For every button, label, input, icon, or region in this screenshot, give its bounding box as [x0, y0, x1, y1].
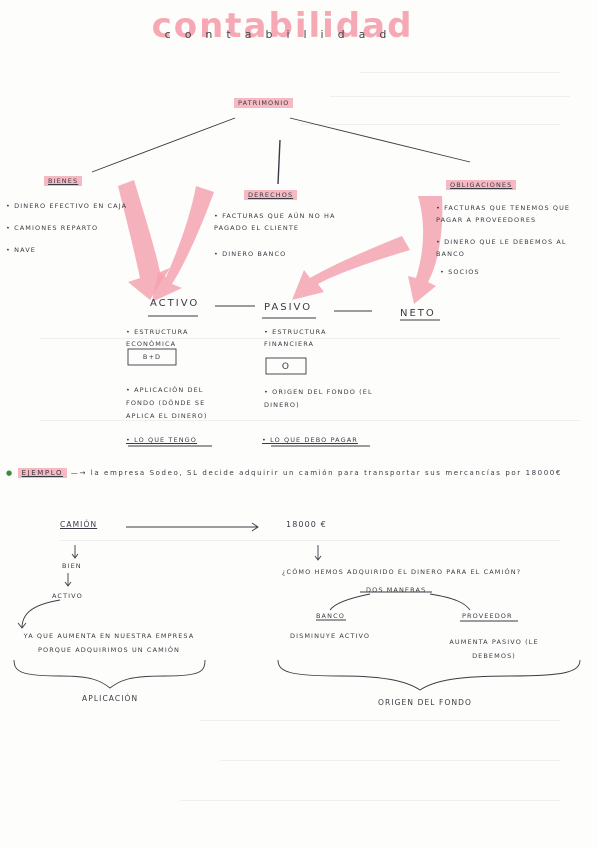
- arrow-bienes-activo: [118, 180, 170, 300]
- branch-line-bienes: [91, 117, 236, 173]
- branch-line-obligaciones: [289, 117, 471, 163]
- aplicacion-label: APLICACIÓN: [82, 694, 139, 703]
- activo-box-text: B+D: [142, 353, 162, 361]
- bienes-item: • DINERO EFECTIVO EN CAJA: [6, 202, 128, 210]
- bienes-item: • NAVE: [6, 246, 36, 254]
- pasivo-summary: • LO QUE DEBO PAGAR: [262, 436, 358, 444]
- pasivo-structure: • ESTRUCTURA FINANCIERA: [264, 328, 327, 349]
- activo-use: • APLICACIÓN DEL FONDO (DÓNDE SE APLICA …: [126, 386, 208, 420]
- obligaciones-item: • FACTURAS QUE TENEMOS QUE PAGAR A PROVE…: [436, 204, 571, 225]
- origen-label: ORIGEN DEL FONDO: [378, 698, 473, 707]
- activo-summary: • LO QUE TENGO: [126, 436, 198, 444]
- proveedor-label: PROVEEDOR: [462, 612, 513, 620]
- arrow-derechos-pasivo: [292, 236, 410, 300]
- camion-label: CAMIÓN: [60, 520, 98, 529]
- derechos-item: • FACTURAS QUE AÚN NO HA PAGADO EL CLIEN…: [214, 212, 336, 233]
- pasivo-use: • ORIGEN DEL FONDO (EL DINERO): [264, 388, 373, 409]
- brace-aplicacion: [13, 659, 206, 689]
- banco-label: BANCO: [316, 612, 345, 620]
- example-text: la empresa Sodeo, SL decide adquirir un …: [90, 469, 562, 477]
- bienes-item: • CAMIONES REPARTO: [6, 224, 99, 232]
- box-o: [265, 357, 307, 375]
- arrow-activo-note: [21, 599, 61, 629]
- obligaciones-label: OBLIGACIONES: [446, 180, 517, 191]
- title-highlight: contabilidad: [151, 6, 414, 46]
- pasivo-label: PASIVO: [264, 302, 313, 313]
- bien-label: BIEN: [62, 562, 82, 570]
- box-b-d: [127, 348, 177, 366]
- arrow-obligaciones-neto: [408, 196, 443, 304]
- example-block: ● EJEMPLO —→ la empresa Sodeo, SL decide…: [6, 468, 562, 478]
- derechos-label: DERECHOS: [244, 190, 298, 201]
- derechos-item: • DINERO BANCO: [214, 250, 287, 258]
- activo-note: YA QUE AUMENTA EN NUESTRA EMPRESA PORQUE…: [23, 632, 195, 654]
- bienes-label: BIENES: [44, 176, 83, 187]
- brace-origen: [277, 659, 581, 691]
- neto-label: NETO: [400, 308, 436, 319]
- obligaciones-item: • DINERO QUE LE DEBEMOS AL BANCO: [436, 238, 567, 259]
- activo-label: ACTIVO: [150, 298, 200, 309]
- proveedor-note: AUMENTA PASIVO (LE DEBEMOS): [449, 638, 539, 660]
- patrimonio-label: PATRIMONIO: [234, 98, 294, 109]
- arrow-derechos-activo: [152, 186, 214, 302]
- obligaciones-item: • SOCIOS: [440, 268, 480, 276]
- activo-sub-label: ACTIVO: [52, 592, 83, 600]
- question-text: ¿CÓMO HEMOS ADQUIRIDO EL DINERO PARA EL …: [282, 568, 522, 576]
- pasivo-box-text: O: [281, 362, 291, 372]
- example-label: EJEMPLO: [17, 468, 68, 478]
- banco-note: DISMINUYE ACTIVO: [290, 632, 371, 640]
- branch-line-derechos: [277, 139, 281, 185]
- title-text: contabilidad: [164, 28, 401, 41]
- amount-label: 18000 €: [286, 520, 327, 529]
- activo-structure: • ESTRUCTURA ECONÓMICA: [126, 328, 189, 349]
- page-title: contabilidad contabilidad: [130, 6, 435, 46]
- options-label: DOS MANERAS: [366, 586, 427, 594]
